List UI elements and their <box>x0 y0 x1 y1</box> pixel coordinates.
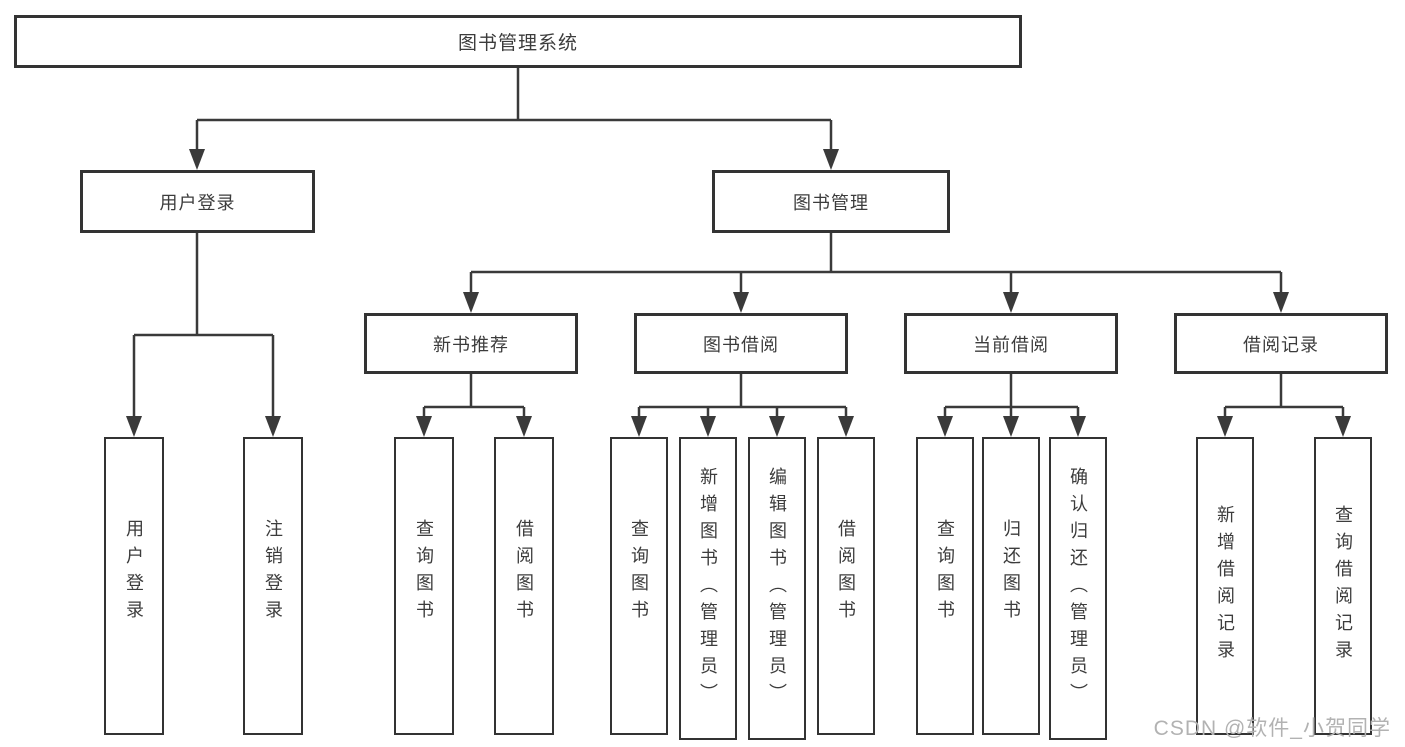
connector-group-new-book <box>422 374 526 416</box>
node-root: 图书管理系统 <box>14 15 1022 68</box>
node-label: 当前借阅 <box>973 334 1049 355</box>
node-label: 用户登录 <box>159 192 236 213</box>
node-book-management: 图书管理 <box>712 170 950 233</box>
node-label: 新增图书（管理员） <box>698 467 718 710</box>
leaf-bb-add-books-admin: 新增图书（管理员） <box>679 437 737 740</box>
leaf-cb-return-books: 归还图书 <box>982 437 1040 735</box>
arrowheads-book-borrow <box>631 416 854 437</box>
leaf-nbr-query-books: 查询图书 <box>394 437 454 735</box>
leaf-cb-query-books: 查询图书 <box>916 437 974 735</box>
node-borrow-records: 借阅记录 <box>1174 313 1388 374</box>
arrowheads-user-login <box>126 416 281 437</box>
arrowheads-root <box>189 149 839 170</box>
arrowheads-book-management <box>463 292 1289 313</box>
node-label: 借阅图书 <box>836 519 856 627</box>
leaf-user-login: 用户登录 <box>104 437 164 735</box>
connector-group-user-login <box>132 233 275 416</box>
node-label: 用户登录 <box>124 519 144 627</box>
node-label: 借阅记录 <box>1243 334 1319 355</box>
node-label: 借阅图书 <box>514 519 534 627</box>
arrowheads-current-borrow <box>937 416 1086 437</box>
connector-group-current-borrow <box>943 374 1080 416</box>
connector-group-book-borrow <box>637 374 848 416</box>
node-label: 查询图书 <box>935 519 955 627</box>
connector-group-book-management <box>469 233 1283 292</box>
node-label: 新增借阅记录 <box>1215 505 1235 667</box>
watermark: CSDN @软件_小贺同学 <box>1153 717 1391 740</box>
leaf-bb-edit-books-admin: 编辑图书（管理员） <box>748 437 806 740</box>
node-current-borrow: 当前借阅 <box>904 313 1118 374</box>
node-label: 归还图书 <box>1001 519 1021 627</box>
node-label: 图书借阅 <box>703 334 779 355</box>
leaf-bb-query-books: 查询图书 <box>610 437 668 735</box>
node-book-borrow: 图书借阅 <box>634 313 848 374</box>
leaf-cb-confirm-return-admin: 确认归还（管理员） <box>1049 437 1107 740</box>
node-label: 注销登录 <box>263 519 283 627</box>
node-new-book-recommend: 新书推荐 <box>364 313 578 374</box>
leaf-nbr-borrow-books: 借阅图书 <box>494 437 554 735</box>
node-label: 查询借阅记录 <box>1333 505 1353 667</box>
arrowheads-borrow-records <box>1217 416 1351 437</box>
leaf-bb-borrow-books: 借阅图书 <box>817 437 875 735</box>
node-user-login: 用户登录 <box>80 170 315 233</box>
connector-group-borrow-records <box>1223 374 1345 416</box>
leaf-br-query-record: 查询借阅记录 <box>1314 437 1372 735</box>
arrowheads-new-book <box>416 416 532 437</box>
node-label: 查询图书 <box>629 519 649 627</box>
node-label: 图书管理 <box>793 192 869 213</box>
node-label: 编辑图书（管理员） <box>767 467 787 710</box>
connector-group-root <box>195 68 833 149</box>
leaf-logout: 注销登录 <box>243 437 303 735</box>
node-label: 查询图书 <box>414 519 434 627</box>
node-label: 新书推荐 <box>433 334 509 355</box>
leaf-br-add-record: 新增借阅记录 <box>1196 437 1254 735</box>
node-label: 图书管理系统 <box>457 33 578 54</box>
node-label: 确认归还（管理员） <box>1068 467 1088 710</box>
